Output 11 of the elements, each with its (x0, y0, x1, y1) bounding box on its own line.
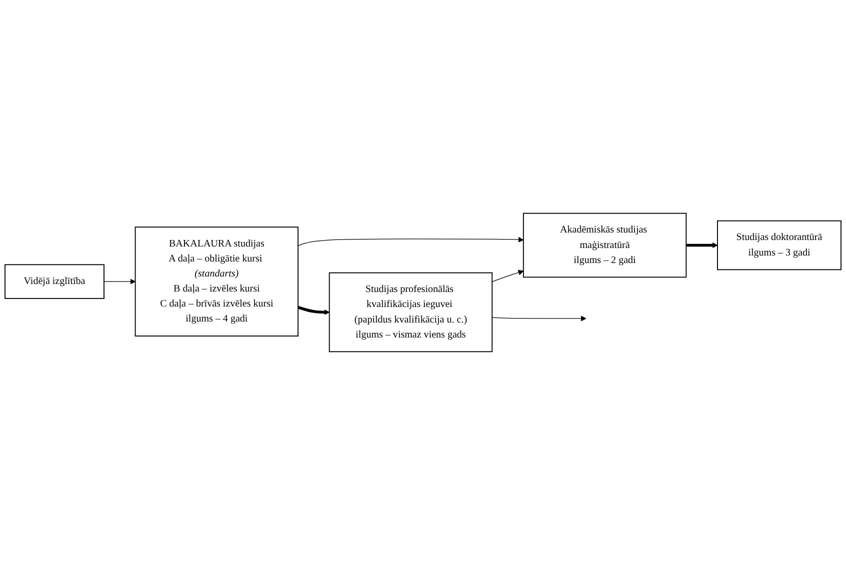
arrow (104, 278, 136, 284)
node-box: BAKALAURA studijas A daļa – obligātie kursi (standarts) B daļa – izvēles kursi C daļa – brīvās izvēles kursi ilgums – 4 gadi (134, 226, 299, 336)
node-box: Studijas profesionālās kvalifikācijas ieguvei (papildus kvalifikācija u. c.) ilgums – vismaz viens gads (328, 272, 493, 352)
arrow (686, 242, 718, 248)
node-box: Akadēmiskās studijas maģistratūrā ilgums – 2 gadi (522, 212, 687, 278)
arrow (492, 316, 586, 322)
arrow (298, 306, 330, 315)
node-box: Studijas doktorantūrā ilgums – 3 gadi (717, 220, 842, 270)
arrow (298, 236, 524, 246)
arrow (492, 270, 524, 282)
node-box: Vidējā izglītība (4, 264, 104, 299)
